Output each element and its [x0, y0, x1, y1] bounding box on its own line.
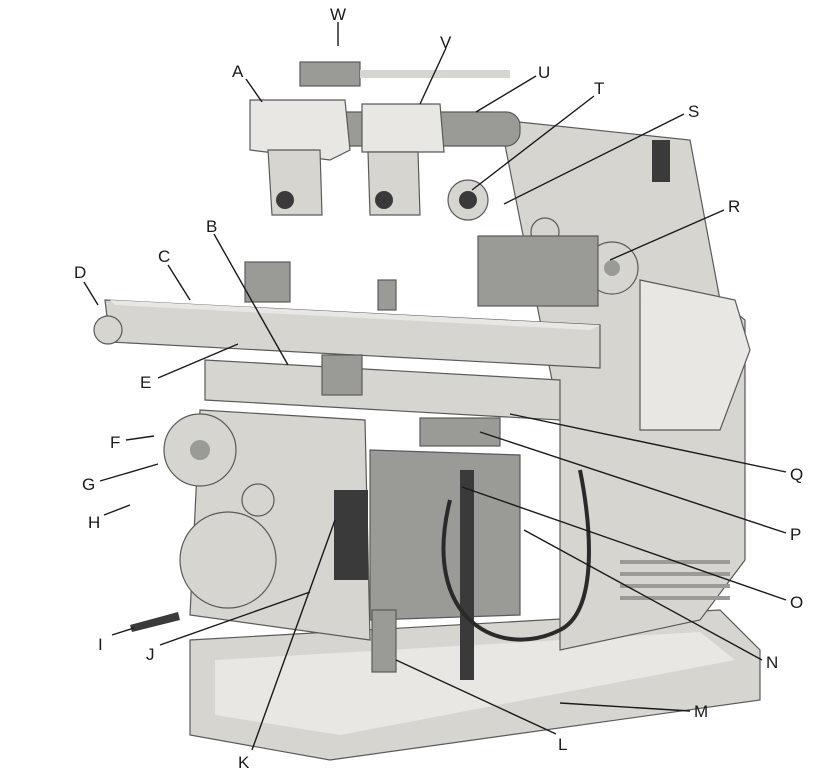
leader-c — [167, 264, 191, 301]
leader-lines — [83, 22, 787, 751]
arbor-support-front — [249, 99, 351, 161]
leader-v — [419, 47, 447, 105]
label-d: D — [74, 263, 86, 282]
leader-b — [213, 233, 289, 366]
label-l: L — [558, 735, 567, 754]
leader-o — [461, 486, 787, 601]
table-handwheel — [93, 315, 123, 345]
arbor-support-rear — [361, 103, 445, 153]
knee-handwheel-hub — [190, 440, 210, 460]
label-f: F — [110, 433, 120, 452]
callout-labels: A B C D E F G H I J K L M N O P Q R S T … — [74, 5, 803, 772]
leader-j — [159, 591, 311, 646]
label-e: E — [140, 373, 151, 392]
label-p: P — [790, 525, 801, 544]
label-w: W — [330, 5, 346, 24]
arbor-support-rear-lower — [367, 151, 421, 216]
label-j: J — [146, 645, 155, 664]
leader-r — [609, 209, 725, 261]
gearbox-cover — [639, 279, 751, 431]
leader-p — [479, 431, 787, 534]
overarm-top-clamp — [299, 61, 361, 87]
vise — [244, 261, 291, 303]
leader-l — [395, 659, 557, 735]
leader-i — [111, 627, 135, 636]
label-c: C — [158, 247, 170, 266]
label-r: R — [728, 197, 740, 216]
column-window — [652, 140, 670, 182]
swivel-bracket — [419, 417, 501, 447]
label-g: G — [82, 475, 95, 494]
label-t: T — [594, 79, 604, 98]
leader-a — [245, 78, 263, 103]
label-i: I — [98, 635, 103, 654]
leader-u — [475, 75, 537, 113]
arbor-bearing-rear — [375, 191, 393, 209]
knee-dial — [241, 483, 275, 517]
leader-k — [251, 519, 336, 751]
arbor-support-front-lower — [267, 149, 323, 216]
leader-h — [103, 504, 131, 516]
leader-n — [523, 529, 763, 661]
leader-q — [509, 413, 787, 473]
label-b: B — [206, 217, 217, 236]
knee-motor — [179, 511, 277, 609]
leader-f — [125, 435, 155, 441]
label-v: V — [440, 33, 452, 52]
leader-s — [503, 113, 685, 205]
label-q: Q — [790, 465, 803, 484]
label-a: A — [232, 62, 244, 81]
crank-handle — [130, 612, 180, 632]
label-u: U — [538, 63, 550, 82]
spindle-bore — [459, 191, 477, 209]
table-top-surface — [110, 300, 600, 330]
label-k: K — [238, 753, 250, 772]
saddle-lock — [321, 354, 363, 396]
support-post — [460, 470, 474, 680]
leader-t — [471, 95, 595, 191]
base-tray-top — [215, 632, 735, 735]
leader-m — [559, 702, 691, 712]
feed-dial-hub — [604, 260, 620, 276]
label-m: M — [694, 702, 708, 721]
overarm-top-rod — [360, 70, 510, 78]
leader-e — [157, 343, 239, 379]
elevating-screw — [371, 609, 397, 673]
label-o: O — [790, 593, 803, 612]
label-h: H — [88, 513, 100, 532]
milling-machine-illustration — [93, 61, 761, 761]
label-s: S — [688, 102, 699, 121]
saddle — [204, 359, 561, 421]
arbor-bearing-front — [276, 191, 294, 209]
table-clamp-block — [377, 279, 397, 311]
leader-d — [83, 281, 99, 306]
leader-g — [99, 463, 159, 482]
label-n: N — [766, 653, 778, 672]
knee-lever-slot — [334, 490, 368, 580]
feed-gearbox — [477, 235, 599, 307]
